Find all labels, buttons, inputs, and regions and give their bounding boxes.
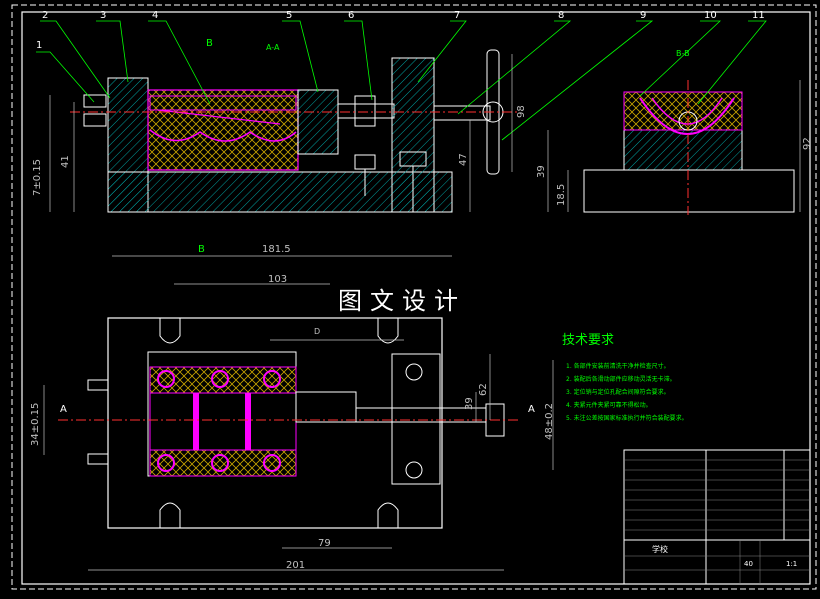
spring-chamber	[147, 89, 299, 171]
top-bolt-hole-1	[405, 363, 423, 381]
tech-req-item-3: 3. 定位销与定位孔配合间隙符合要求。	[566, 388, 670, 396]
dim-41: 41	[60, 155, 71, 168]
balloon-3: 3	[100, 10, 106, 21]
top-slide-block	[295, 391, 357, 423]
dim-47: 47	[458, 153, 469, 166]
spring-guide	[149, 95, 297, 111]
stop-pin	[354, 154, 376, 170]
dim-79: 79	[318, 538, 331, 549]
top-clamp-slot	[149, 392, 297, 451]
dim-48-tol: 48±0.2	[544, 403, 555, 440]
tech-req-item-1: 1. 各部件安装前清洗干净并检查尺寸。	[566, 362, 670, 370]
side-base	[583, 169, 795, 213]
balloon-1: 1	[36, 40, 42, 51]
title-block-school: 学校	[652, 544, 668, 554]
side-spring-arc	[639, 97, 735, 135]
side-spring-arc-inner	[651, 97, 723, 125]
balloon-4: 4	[152, 10, 158, 21]
dim-201: 201	[286, 560, 305, 571]
tech-req-item-4: 4. 夹紧元件夹紧可靠不得松动。	[566, 401, 652, 409]
dim-62: 62	[478, 383, 489, 396]
tech-req-item-2: 2. 装配后各滑动部件应移动灵活无卡滞。	[566, 375, 676, 383]
tech-req-title: 技术要求	[562, 333, 614, 348]
balloon-8: 8	[558, 10, 564, 21]
title-block-rows	[624, 459, 810, 584]
locating-pin-bottom	[83, 113, 107, 127]
balloon-5: 5	[286, 10, 292, 21]
top-slot-top-left	[159, 318, 181, 344]
balloon-7: 7	[454, 10, 460, 21]
top-view	[58, 317, 520, 529]
title-block-qty: 40	[744, 560, 753, 568]
balloon-leaders	[36, 20, 767, 141]
balloon-9: 9	[640, 10, 646, 21]
nut	[354, 95, 376, 127]
section-marker-a-left: A	[60, 404, 67, 415]
dim-103: 103	[268, 274, 287, 285]
balloon-11: 11	[752, 10, 765, 21]
side-body	[623, 129, 743, 171]
dim-7-tol: 7±0.15	[32, 159, 43, 196]
top-spring-coil	[211, 370, 229, 388]
top-pin-2	[87, 453, 109, 465]
annotation-text-layer: 1 2 3 4 5 6 7 8 9 10 11 A-A B-B B B A A …	[30, 10, 813, 571]
dim-181-5: 181.5	[262, 244, 291, 255]
watermark-backing	[330, 283, 502, 317]
top-bolt-hole-2	[405, 461, 423, 479]
outer-border	[11, 4, 817, 590]
side-section-view	[583, 80, 795, 215]
dim-34-tol: 34±0.15	[30, 403, 41, 446]
top-base-outline	[107, 317, 443, 529]
section-label-aa: A-A	[266, 43, 280, 52]
section-marker-b-bottom: B	[198, 244, 205, 255]
title-block	[623, 449, 811, 585]
top-slot-top-right	[377, 318, 399, 344]
inner-frame	[21, 11, 811, 585]
slide-block	[297, 89, 339, 155]
section-label-bb: B-B	[676, 49, 690, 58]
top-pin-1	[87, 379, 109, 391]
dim-98: 98	[516, 105, 527, 118]
top-spring-coil	[263, 370, 281, 388]
top-slot-bottom-right	[377, 502, 399, 528]
screw-shaft	[337, 103, 395, 119]
top-spring-row-2	[149, 449, 297, 477]
title-block-outline	[623, 449, 811, 585]
top-spring-coil	[263, 454, 281, 472]
dim-d: D	[314, 327, 320, 336]
balloon-2: 2	[42, 10, 48, 21]
top-support-column	[391, 353, 441, 485]
locating-pin-top	[83, 94, 107, 108]
watermark-title: 图文设计	[338, 287, 466, 315]
handle-shaft	[433, 105, 491, 121]
top-slot-bottom-left	[159, 502, 181, 528]
section-marker-a-right: A	[528, 404, 535, 415]
title-block-scale: 1:1	[786, 560, 797, 568]
balloon-6: 6	[348, 10, 354, 21]
dim-39: 39	[536, 165, 547, 178]
front-section-view	[70, 49, 520, 213]
top-spring-coil	[211, 454, 229, 472]
dim-92: 92	[802, 137, 813, 150]
dim-39-top: 39	[464, 397, 475, 410]
balloon-10: 10	[704, 10, 717, 21]
section-marker-b-top: B	[206, 38, 213, 49]
dim-18-5: 18.5	[556, 184, 567, 206]
spring-curve	[149, 129, 297, 142]
top-spring-coil	[157, 454, 175, 472]
tech-req-item-5: 5. 未注公差按国家标准执行并符合装配要求。	[566, 414, 688, 422]
top-spring-coil	[157, 370, 175, 388]
